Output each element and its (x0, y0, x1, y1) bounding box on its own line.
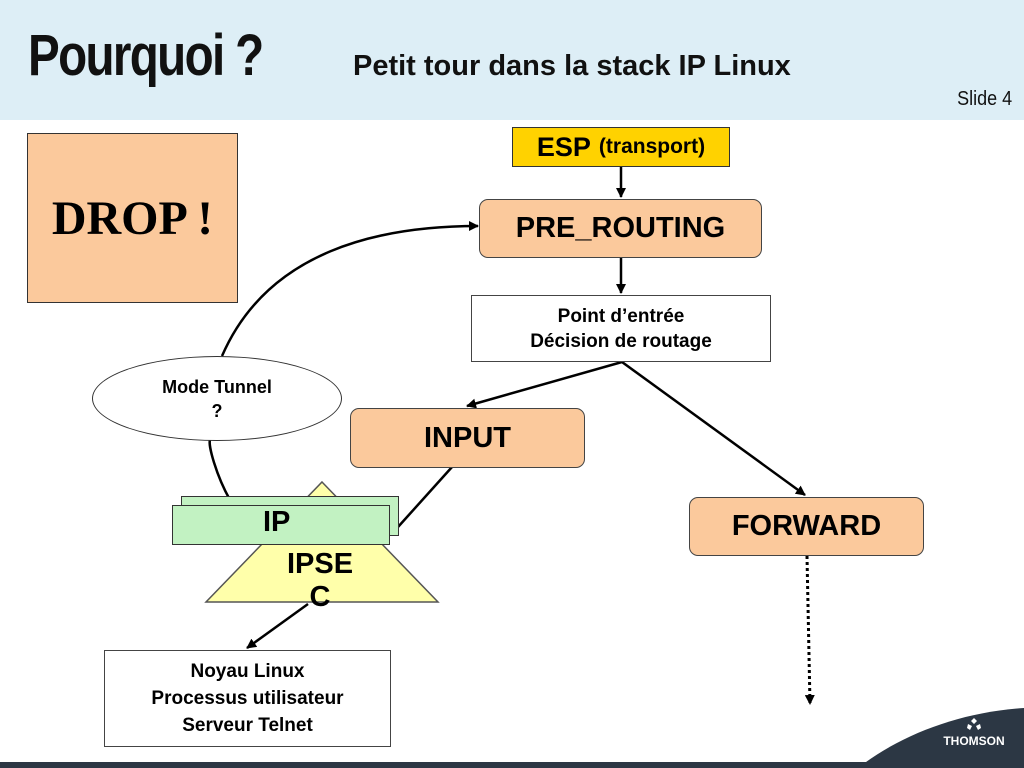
line-input-to-ip (397, 466, 453, 528)
esp-label: ESP (536, 131, 591, 162)
forward-box: FORWARD (689, 497, 924, 556)
curve-ip-to-tunnel (208, 439, 232, 501)
kernel-box: Noyau Linux Processus utilisateur Serveu… (104, 650, 391, 747)
ipsec-label: IPSE C (260, 548, 380, 614)
drop-box: DROP ! (27, 133, 238, 303)
entry-point-line1: Point d’entrée (557, 305, 685, 327)
slide-number: Slide 4 (956, 88, 1012, 110)
arrow-forward-out (804, 555, 815, 705)
entry-point-box: Point d’entrée Décision de routage (471, 295, 771, 362)
thomson-logo-icon (967, 718, 981, 730)
kernel-line3: Serveur Telnet (182, 715, 313, 736)
arrow-ipsec-to-kernel (246, 602, 309, 650)
ip-label: IP (263, 506, 291, 538)
kernel-line1: Noyau Linux (190, 661, 305, 682)
slide-subtitle: Petit tour dans la stack IP Linux (353, 50, 791, 82)
esp-detail: (transport) (598, 135, 706, 158)
ipsec-line2: C (309, 581, 331, 613)
slide-header: Pourquoi ? Petit tour dans la stack IP L… (0, 0, 1024, 120)
input-box: INPUT (350, 408, 585, 468)
ip-box-front (172, 505, 390, 545)
footer-bar (0, 762, 1024, 768)
arrow-entry-to-input (466, 360, 623, 409)
brand-name: THOMSON (943, 734, 1005, 748)
ipsec-line1: IPSE (286, 548, 354, 580)
brand-logo: THOMSON (934, 718, 1014, 748)
mode-tunnel-ellipse: Mode Tunnel ? (92, 356, 342, 441)
mode-tunnel-line1: Mode Tunnel (162, 376, 272, 397)
curve-tunnel-to-prerouting (220, 221, 479, 357)
pre-routing-box: PRE_ROUTING (479, 199, 762, 258)
slide-title: Pourquoi ? (28, 23, 264, 88)
entry-point-line2: Décision de routage (530, 330, 712, 352)
esp-transport-box: ESP (transport) (512, 127, 730, 167)
arrow-entry-to-forward (621, 360, 806, 497)
mode-tunnel-line2: ? (211, 400, 223, 421)
kernel-line2: Processus utilisateur (151, 688, 344, 709)
